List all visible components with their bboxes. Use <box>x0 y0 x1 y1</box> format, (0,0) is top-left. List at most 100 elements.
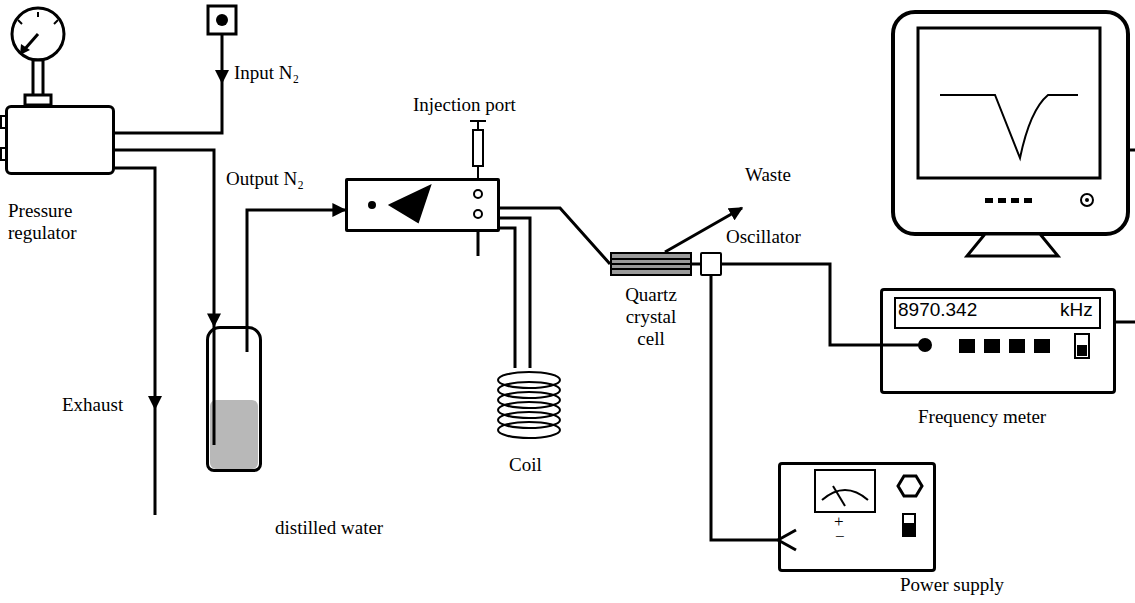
water-bottle: distilled water <box>206 326 262 472</box>
coil-turn <box>498 392 560 408</box>
injection-valve-detail <box>390 186 430 222</box>
syringe <box>477 166 479 178</box>
power-supply-detail <box>815 470 875 512</box>
connection-line <box>722 264 880 345</box>
meter-detail <box>1078 346 1086 355</box>
syringe <box>477 121 479 130</box>
coil-turn <box>498 402 560 418</box>
connection-line <box>711 276 778 540</box>
pressure-gauge <box>18 20 22 24</box>
bottle-contents <box>210 400 258 469</box>
component-label: distilled water <box>275 517 383 539</box>
meter-detail <box>895 298 1100 328</box>
injection-valve: Injection port <box>345 178 500 232</box>
input-port <box>208 6 236 34</box>
flow-arrow <box>148 70 229 410</box>
connection-line <box>692 263 700 266</box>
meter-detail <box>1116 321 1135 324</box>
injection-valve-detail <box>474 190 482 198</box>
gas-line <box>115 168 155 515</box>
oscillator: Oscillator <box>700 252 722 276</box>
crystal-cell-detail <box>612 258 690 260</box>
gas-label: Input N₂ <box>234 62 299 84</box>
power-supply-detail <box>903 514 915 536</box>
component-label: Injection port <box>413 94 516 116</box>
injection-valve-detail <box>477 232 480 256</box>
bottle-contents <box>210 326 258 469</box>
monitor <box>918 28 1100 178</box>
crystal-cell-detail <box>612 254 690 274</box>
component-label: Oscillator <box>726 226 801 248</box>
line-label: Exhaust <box>62 394 123 416</box>
pressure-gauge <box>54 20 58 24</box>
bottle-contents <box>213 326 216 445</box>
crystal-cell-detail <box>612 254 690 274</box>
pressure-gauge <box>33 60 43 96</box>
coil-turn <box>498 372 560 388</box>
crystal-cell-detail <box>612 263 690 265</box>
input-port <box>216 14 228 26</box>
power-supply-detail <box>822 490 868 500</box>
coil-tube <box>500 228 515 368</box>
monitor <box>985 198 993 203</box>
flow-arrow <box>215 70 229 84</box>
frequency-meter: 8970.342kHzFrequency meter <box>880 288 1116 394</box>
syringe <box>473 130 483 166</box>
power-supply-detail <box>898 476 922 496</box>
monitor <box>1011 198 1019 203</box>
monitor <box>967 234 1058 256</box>
power-supply: +−Power supply <box>778 462 936 572</box>
injection-valve-detail <box>369 202 375 208</box>
monitor <box>893 12 1128 234</box>
coil-turn <box>498 382 560 398</box>
input-port <box>208 6 236 34</box>
meter-detail <box>1035 340 1049 352</box>
quartz-crystal-cell: Quartz crystal cell <box>610 252 692 276</box>
crystal-cell-detail <box>612 268 690 270</box>
monitor <box>1081 194 1093 206</box>
readout-text: kHz <box>1060 299 1093 321</box>
meter-detail <box>1075 334 1089 358</box>
gas-label: Output N₂ <box>226 168 304 190</box>
component-label: − <box>835 527 845 547</box>
power-supply-detail <box>833 486 845 506</box>
meter-detail <box>960 340 974 352</box>
monitor <box>893 12 1135 256</box>
gas-line <box>115 34 222 133</box>
bottle-contents <box>246 326 249 352</box>
component-label: Frequency meter <box>918 406 1046 428</box>
coil-tube <box>500 228 515 368</box>
meter-detail <box>880 298 1135 358</box>
monitor <box>1085 198 1089 202</box>
component-label: Coil <box>509 454 542 476</box>
meter-detail <box>880 344 920 347</box>
pressure-gauge <box>12 8 64 105</box>
connection-line <box>500 218 530 368</box>
pressure-gauge <box>25 95 51 105</box>
flow-arrow <box>148 396 162 410</box>
meter-detail <box>985 340 999 352</box>
component-label: Power supply <box>900 574 1004 596</box>
readout-text: 8970.342 <box>898 299 977 321</box>
flow-tube <box>247 210 345 326</box>
coil-turn <box>498 422 560 438</box>
monitor <box>1024 198 1032 203</box>
monitor <box>1128 149 1135 152</box>
pressure-gauge <box>12 8 64 60</box>
injection-valve-detail <box>474 210 482 218</box>
component-label: Pressure regulator <box>8 200 108 244</box>
pressure-regulator: Pressure regulator <box>5 105 115 175</box>
coil-outline <box>495 368 563 440</box>
monitor <box>998 198 1006 203</box>
connection-line <box>500 208 610 264</box>
monitor <box>940 95 1078 158</box>
coil-turn <box>498 412 560 428</box>
power-supply-detail <box>905 524 913 534</box>
injection-valve-detail <box>369 186 482 256</box>
line-label: Waste <box>745 164 791 186</box>
meter-detail <box>1010 340 1024 352</box>
component-label: Quartz crystal cell <box>616 284 686 350</box>
pressure-gauge <box>20 44 30 55</box>
